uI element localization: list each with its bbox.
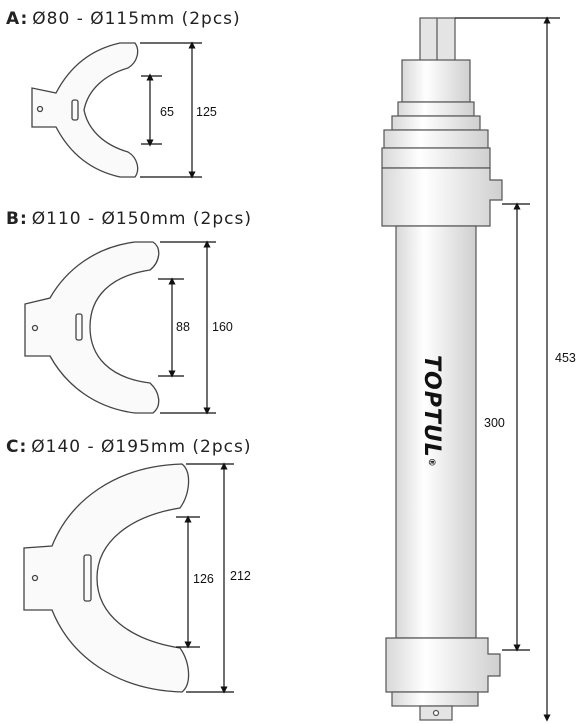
brand-logo: TOPTUL® — [419, 355, 444, 468]
plate-c-outer-dimension: 212 — [230, 569, 251, 583]
hydraulic-cylinder — [381, 17, 503, 721]
section-b-range: Ø110 - Ø150mm (2pcs) — [31, 209, 252, 229]
plate-c — [23, 463, 190, 693]
plate-b-outer-dimension: 160 — [212, 320, 233, 334]
plate-c-inner-dimension: 126 — [193, 572, 214, 586]
dimension-lines-cylinder — [455, 16, 560, 722]
section-b-title: B:Ø110 - Ø150mm (2pcs) — [6, 209, 252, 229]
section-a-range: Ø80 - Ø115mm (2pcs) — [32, 9, 241, 29]
registered-mark: ® — [426, 457, 436, 468]
plate-b-inner-dimension: 88 — [176, 320, 190, 334]
cylinder-total-length: 453 — [555, 351, 576, 365]
plate-a — [31, 42, 139, 178]
plate-b — [24, 241, 160, 414]
section-c-letter: C: — [6, 437, 28, 457]
section-c-range: Ø140 - Ø195mm (2pcs) — [31, 437, 252, 457]
dimension-lines-plates — [140, 41, 234, 694]
section-a-letter: A: — [6, 9, 29, 29]
section-c-title: C:Ø140 - Ø195mm (2pcs) — [6, 437, 251, 457]
plate-a-inner-dimension: 65 — [160, 105, 174, 119]
cylinder-body-length: 300 — [484, 416, 505, 430]
section-a-title: A:Ø80 - Ø115mm (2pcs) — [6, 9, 241, 29]
brand-name: TOPTUL — [419, 355, 444, 458]
plate-a-outer-dimension: 125 — [196, 105, 217, 119]
section-b-letter: B: — [6, 209, 28, 229]
